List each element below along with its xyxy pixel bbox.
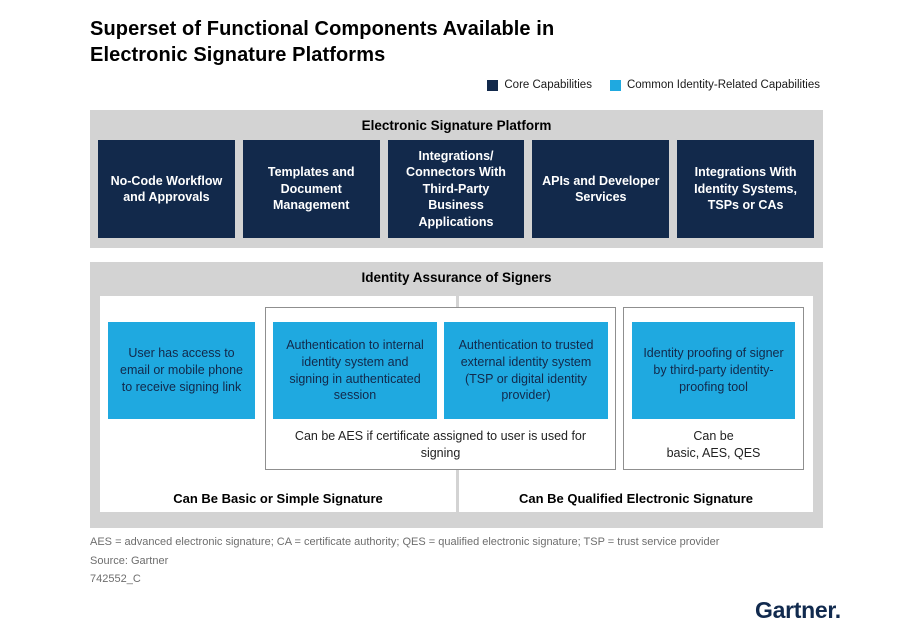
box-email-mobile-access: User has access to email or mobile phone… bbox=[108, 322, 255, 419]
capability-box-apis-developer: APIs and Developer Services bbox=[532, 140, 670, 238]
gartner-logo: Gartner. bbox=[755, 597, 841, 623]
basic-signature-label: Can Be Basic or Simple Signature bbox=[173, 491, 383, 506]
box-internal-identity-authentication: Authentication to internal identity syst… bbox=[273, 322, 437, 419]
legend-item-identity: Common Identity-Related Capabilities bbox=[609, 79, 820, 91]
capability-box-identity-integrations: Integrations With Identity Systems, TSPs… bbox=[677, 140, 814, 238]
page-title-line2: Electronic Signature Platforms bbox=[90, 44, 386, 67]
identity-proofing-group: Identity proofing of signer by third-par… bbox=[623, 307, 804, 470]
authentication-group-row: Authentication to internal identity syst… bbox=[273, 322, 608, 419]
platform-capability-row: No-Code Workflow and Approvals Templates… bbox=[98, 140, 814, 238]
authentication-group-caption: Can be AES if certificate assigned to us… bbox=[294, 429, 587, 460]
electronic-signature-platform-section: Electronic Signature Platform No-Code Wo… bbox=[90, 110, 823, 248]
legend: Core Capabilities Common Identity-Relate… bbox=[487, 79, 820, 91]
identity-proofing-caption-line2: basic, AES, QES bbox=[666, 445, 761, 460]
legend-core-label: Core Capabilities bbox=[504, 79, 592, 91]
capability-box-templates-document: Templates and Document Management bbox=[242, 140, 380, 238]
box-identity-proofing: Identity proofing of signer by third-par… bbox=[632, 322, 795, 419]
authentication-group: Authentication to internal identity syst… bbox=[265, 307, 616, 470]
identity-capabilities-swatch-icon bbox=[609, 79, 621, 91]
box-external-identity-authentication: Authentication to trusted external ident… bbox=[444, 322, 608, 419]
page-title-line1: Superset of Functional Components Availa… bbox=[90, 18, 555, 40]
document-id: 742552_C bbox=[90, 573, 141, 585]
platform-section-header: Electronic Signature Platform bbox=[361, 118, 552, 133]
legend-identity-label: Common Identity-Related Capabilities bbox=[626, 79, 820, 91]
identity-assurance-section: Identity Assurance of Signers User has a… bbox=[90, 262, 823, 528]
identity-section-header: Identity Assurance of Signers bbox=[361, 270, 552, 285]
capability-box-integrations-connectors: Integrations/ Connectors With Third-Part… bbox=[387, 140, 525, 238]
legend-item-core: Core Capabilities bbox=[487, 79, 592, 91]
capability-box-no-code-workflow: No-Code Workflow and Approvals bbox=[98, 140, 235, 238]
page-title: Superset of Functional Components Availa… bbox=[90, 16, 554, 69]
identity-proofing-caption: Can be basic, AES, QES bbox=[624, 428, 803, 462]
identity-proofing-caption-line1: Can be bbox=[693, 429, 734, 443]
qualified-signature-label: Can Be Qualified Electronic Signature bbox=[518, 491, 754, 506]
source-line: Source: Gartner bbox=[90, 555, 169, 567]
core-capabilities-swatch-icon bbox=[487, 79, 499, 91]
abbreviation-footnote: AES = advanced electronic signature; CA … bbox=[90, 536, 720, 548]
